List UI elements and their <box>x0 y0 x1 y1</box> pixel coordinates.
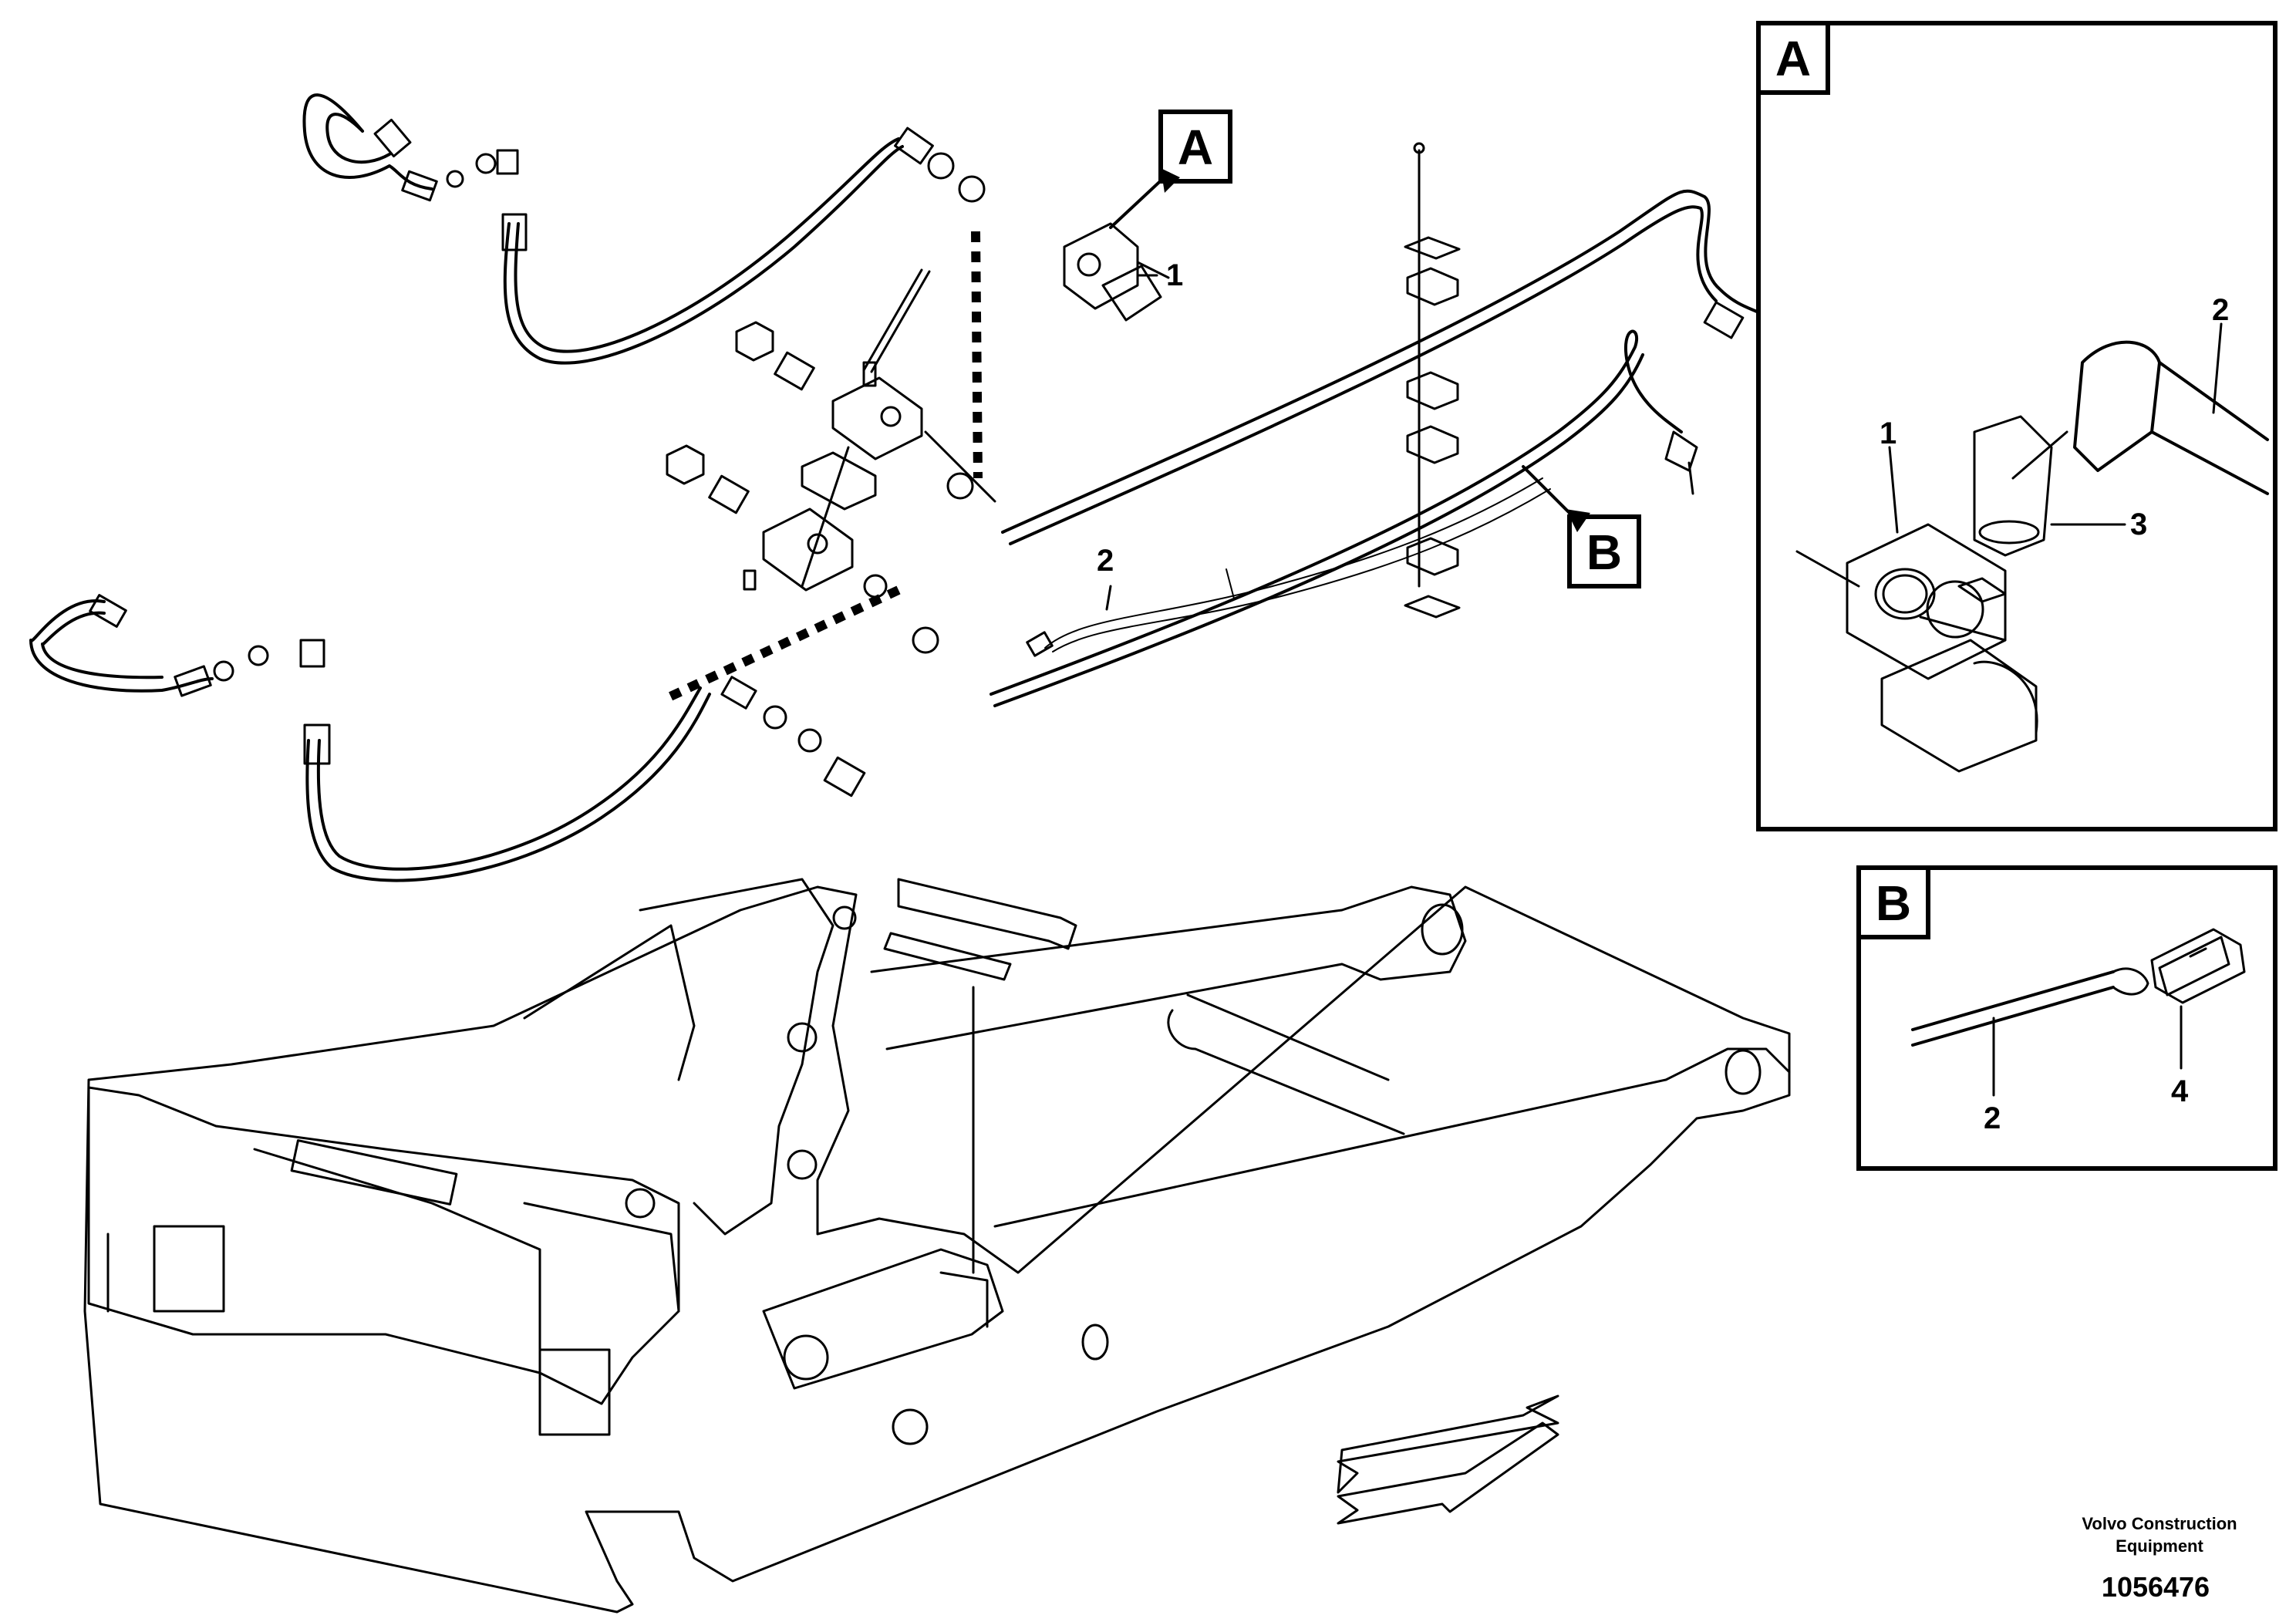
brand-line-2: Equipment <box>2116 1536 2203 1556</box>
dashed-leader-upper <box>971 231 983 479</box>
direction-arrow <box>1337 1394 1559 1494</box>
boom-frame <box>83 878 1791 1614</box>
callout-view-b-2: 2 <box>1984 1101 2001 1135</box>
detail-view-b: B 2 4 <box>1856 865 2277 1171</box>
detail-view-a: A 1 2 3 <box>1756 21 2277 831</box>
callout-view-a-3: 3 <box>2130 508 2147 541</box>
view-b-tag-letter: B <box>1586 524 1622 580</box>
callout-view-b-4: 4 <box>2171 1074 2189 1108</box>
illustration-number: 1056476 <box>2102 1571 2210 1603</box>
detail-view-b-letter: B <box>1876 875 1911 931</box>
dashed-leader-lower <box>665 585 901 703</box>
view-a-tag: A <box>1109 110 1232 229</box>
view-b-tag: B <box>1522 465 1641 588</box>
brand-line-1: Volvo Construction <box>2082 1514 2237 1533</box>
view-a-tag-letter: A <box>1178 120 1213 175</box>
hose-assembly <box>29 93 1170 882</box>
detail-view-a-letter: A <box>1775 31 1811 86</box>
callout-main-1: 1 <box>1166 258 1183 292</box>
callout-view-a-1: 1 <box>1880 416 1896 450</box>
long-hoses <box>990 142 1760 707</box>
callout-main-2: 2 <box>1097 544 1114 578</box>
valve-block-group <box>666 268 996 654</box>
callout-view-a-2: 2 <box>2212 293 2229 327</box>
